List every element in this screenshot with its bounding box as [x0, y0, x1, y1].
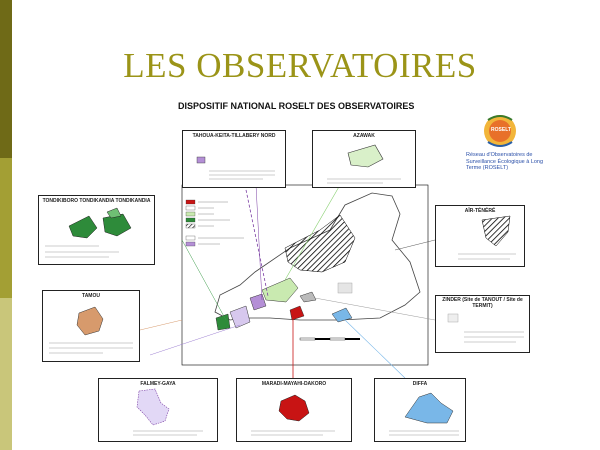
observatory-title: FALMEY-GAYA [140, 381, 176, 387]
sidebar-accent-mid [0, 158, 12, 298]
sidebar-accent-light [0, 298, 12, 450]
roselt-logo-label: ROSELT [491, 127, 511, 133]
connector-diffa [344, 319, 406, 379]
sidebar-accent-dark [0, 0, 12, 158]
observatory-box-fakara-gaya: FALMEY-GAYA [98, 378, 218, 442]
observatory-title: DIFFA [412, 381, 428, 387]
observatory-title: AZAWAK [353, 133, 375, 139]
connector-banizoumbou [244, 184, 269, 297]
observatory-title: AÏR-TÉNÉRÉ [464, 208, 496, 214]
tondi-zone [215, 313, 231, 331]
observatory-box-tondikiboro: TONDIKIBORO TONDIKANDIA TONDIKANDIA [38, 195, 155, 265]
roselt-logo [484, 115, 516, 147]
connector-fakara [149, 324, 241, 356]
air-tenere-zone [284, 214, 356, 273]
observatory-title: TONDIKIBORO TONDIKANDIA TONDIKANDIA [42, 198, 151, 204]
observatory-box-tamou: TAMOU [42, 290, 140, 362]
connector-tondi [181, 239, 227, 321]
connector-air [394, 239, 436, 251]
connector-zinder [314, 297, 436, 321]
observatory-title: MARADI-MAYAHI-DAKORO [261, 381, 327, 387]
fakara-zone [229, 305, 251, 329]
diffa-zone [331, 307, 353, 323]
observatory-box-air-tenere: AÏR-TÉNÉRÉ [435, 205, 525, 267]
roselt-caption: Réseau d'Observatoires de Surveillance É… [466, 152, 544, 171]
connector-tamou [139, 319, 183, 331]
observatory-box-zinder: ZINDER (Site de TANOUT / Site de TERMIT) [435, 295, 530, 353]
observatory-box-azawak: AZAWAK [312, 130, 416, 188]
observatory-box-banizoumbou: TAHOUA-KEITA-TILLABERY NORD [182, 130, 286, 188]
maradi-zone [289, 305, 305, 321]
connector-azawak [284, 184, 341, 281]
observatory-box-maradi: MARADI-MAYAHI-DAKORO [236, 378, 352, 442]
observatory-box-diffa: DIFFA [374, 378, 466, 442]
slide-title: LES OBSERVATOIRES [123, 46, 477, 85]
observatory-title: TAHOUA-KEITA-TILLABERY NORD [192, 133, 276, 139]
map-title: DISPOSITIF NATIONAL ROSELT DES OBSERVATO… [178, 101, 415, 111]
observatory-title: TAMOU [82, 293, 100, 299]
zinder-zone [299, 291, 317, 303]
observatory-title: ZINDER (Site de TANOUT / Site de TERMIT) [442, 297, 523, 309]
